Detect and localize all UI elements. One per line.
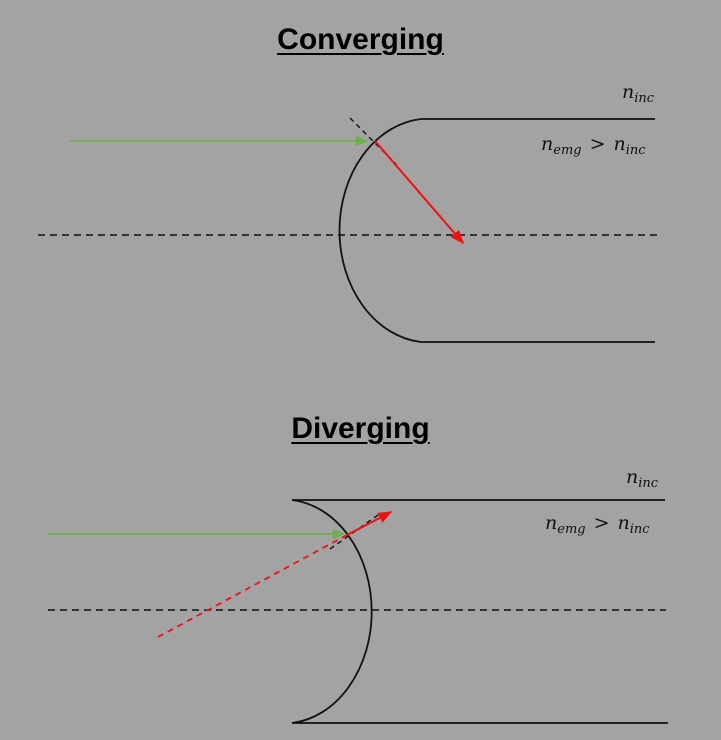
converging-diagram: ninc nemg>ninc (38, 81, 658, 343)
diverging-index-relation-label: nemg>ninc (545, 512, 650, 537)
diverging-refracted-ray (346, 511, 393, 536)
converging-refracted-ray (374, 140, 464, 245)
converging-convex-surface (338, 118, 655, 343)
converging-index-relation-label: nemg>ninc (541, 133, 646, 158)
diverging-concave-surface (291, 499, 668, 724)
diverging-n-inc-label: ninc (626, 466, 659, 491)
diverging-title: Diverging (291, 412, 430, 445)
converging-title: Converging (277, 23, 444, 56)
diverging-diagram: ninc nemg>ninc (48, 466, 668, 724)
converging-n-inc-label: ninc (622, 81, 655, 106)
diverging-virtual-ray-extension (157, 534, 348, 638)
